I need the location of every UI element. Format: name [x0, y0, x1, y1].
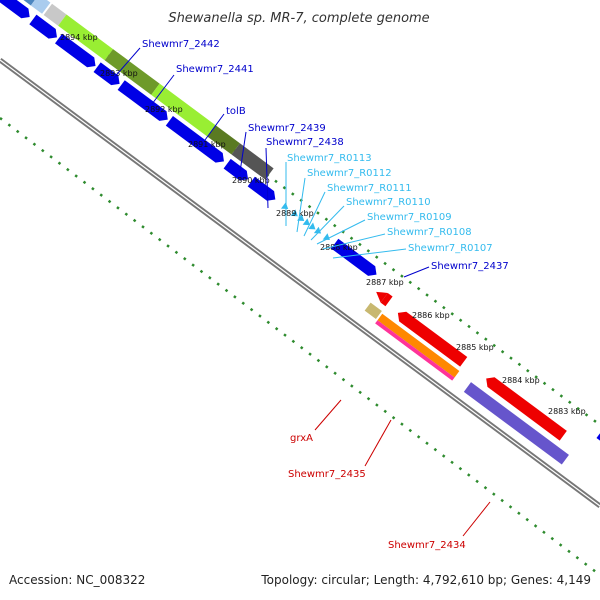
- cds-arrow[interactable]: [55, 33, 99, 71]
- gene-label[interactable]: Shewmr7_R0111: [327, 183, 412, 194]
- leader-line: [462, 501, 491, 537]
- gene-label[interactable]: Shewmr7_2441: [176, 64, 254, 75]
- tick-label: 2889 kbp: [276, 209, 314, 218]
- tick-label: 2885 kbp: [456, 343, 494, 352]
- tick-label: 2890 kbp: [232, 176, 270, 185]
- cds-arrow[interactable]: [247, 176, 279, 205]
- tick-label: 2888 kbp: [320, 243, 358, 252]
- feature-box[interactable]: [207, 125, 240, 155]
- cds-arrow[interactable]: [394, 308, 468, 367]
- gene-label[interactable]: Shewmr7_2437: [431, 261, 509, 272]
- tick-layer: 2894 kbp 2893 kbp 2892 kbp 2891 kbp 2890…: [60, 33, 586, 416]
- feature-box[interactable]: [30, 0, 51, 14]
- gene-label[interactable]: Shewmr7_R0108: [387, 227, 472, 238]
- leader-line: [239, 131, 247, 173]
- gene-label[interactable]: Shewmr7_2438: [266, 137, 344, 148]
- cds-arrow[interactable]: [380, 292, 393, 307]
- leader-line: [265, 147, 269, 209]
- gene-label[interactable]: Shewmr7_R0113: [287, 153, 372, 164]
- leader-line: [316, 219, 366, 245]
- tick-label: 2894 kbp: [60, 33, 98, 42]
- leader-line: [364, 419, 392, 467]
- inner-dotted-ring: [0, 117, 600, 576]
- feature-box[interactable]: [375, 320, 455, 381]
- gene-label[interactable]: Shewmr7_R0109: [367, 212, 452, 223]
- gene-label[interactable]: tolB: [226, 106, 246, 117]
- cds-arrow[interactable]: [223, 158, 252, 184]
- feature-box[interactable]: [463, 382, 569, 465]
- accession-text: Accession: NC_008322: [9, 573, 145, 587]
- feature-box[interactable]: [58, 14, 114, 61]
- map-title: Shewanella sp. MR-7, complete genome: [168, 11, 429, 26]
- leader-line: [111, 47, 141, 81]
- feature-box[interactable]: [377, 313, 460, 378]
- gene-label[interactable]: Shewmr7_R0112: [307, 168, 392, 179]
- gene-label[interactable]: Shewmr7_2434: [388, 540, 466, 551]
- leader-line: [204, 113, 225, 141]
- tick-label: 2884 kbp: [502, 376, 540, 385]
- feature-box[interactable]: [364, 302, 382, 320]
- leader-line: [310, 205, 345, 241]
- leader-line: [403, 266, 430, 278]
- cds-arrow[interactable]: [29, 14, 60, 43]
- leader-line: [303, 191, 326, 237]
- cds-arrow[interactable]: [117, 80, 172, 124]
- leader-line: [332, 248, 407, 259]
- gene-label[interactable]: Shewmr7_R0107: [408, 243, 493, 254]
- cds-arrow[interactable]: [0, 0, 33, 22]
- cds-arrow[interactable]: [483, 374, 567, 441]
- cds-arrow[interactable]: [331, 238, 380, 280]
- leader-line: [151, 74, 175, 105]
- feature-box[interactable]: [596, 429, 600, 447]
- trna-marker[interactable]: [290, 209, 301, 219]
- feature-box[interactable]: [231, 143, 274, 180]
- tick-label: 2893 kbp: [100, 69, 138, 78]
- gene-label[interactable]: Shewmr7_2439: [248, 123, 326, 134]
- tick-label: 2883 kbp: [548, 407, 586, 416]
- backbone-inner: [0, 59, 600, 507]
- leader-line: [322, 233, 386, 250]
- topology-summary: Topology: circular; Length: 4,792,610 bp…: [260, 573, 591, 587]
- feature-layer: [0, 0, 600, 465]
- feature-box[interactable]: [43, 3, 67, 26]
- label-layer: Shewmr7_2442 Shewmr7_2441 tolB Shewmr7_2…: [111, 39, 509, 551]
- trna-marker[interactable]: [302, 218, 313, 228]
- trna-marker[interactable]: [308, 222, 318, 233]
- gene-label[interactable]: grxA: [290, 433, 313, 444]
- tick-label: 2887 kbp: [366, 278, 404, 287]
- tick-label: 2891 kbp: [188, 140, 226, 149]
- feature-box[interactable]: [104, 49, 160, 95]
- tick-label: 2886 kbp: [412, 311, 450, 320]
- tick-label: 2892 kbp: [145, 105, 183, 114]
- feature-box[interactable]: [151, 83, 216, 137]
- leader-line: [314, 399, 342, 431]
- gene-label[interactable]: Shewmr7_2442: [142, 39, 220, 50]
- gene-label[interactable]: Shewmr7_2435: [288, 469, 366, 480]
- leader-line: [296, 177, 306, 233]
- gene-label[interactable]: Shewmr7_R0110: [346, 197, 431, 208]
- cds-arrow[interactable]: [373, 287, 388, 303]
- cds-arrow[interactable]: [165, 115, 228, 166]
